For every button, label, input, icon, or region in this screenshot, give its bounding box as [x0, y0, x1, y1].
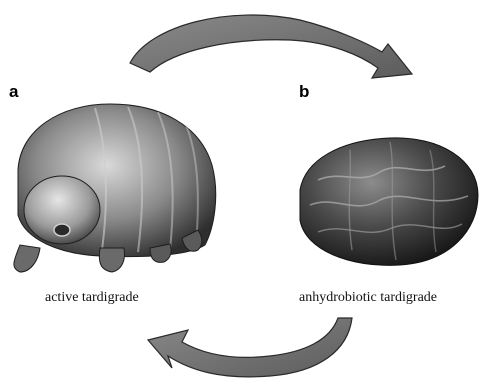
- active-tardigrade-caption: active tardigrade: [45, 290, 139, 306]
- arrow-bottom: [148, 318, 352, 377]
- active-tardigrade-image: [14, 104, 216, 272]
- anhydrobiotic-tardigrade-image: [300, 138, 478, 265]
- panel-label-b: b: [299, 82, 309, 102]
- anhydrobiotic-tardigrade-caption: anhydrobiotic tardigrade: [299, 290, 437, 306]
- arrow-top: [130, 15, 412, 78]
- panel-label-a: a: [9, 82, 18, 102]
